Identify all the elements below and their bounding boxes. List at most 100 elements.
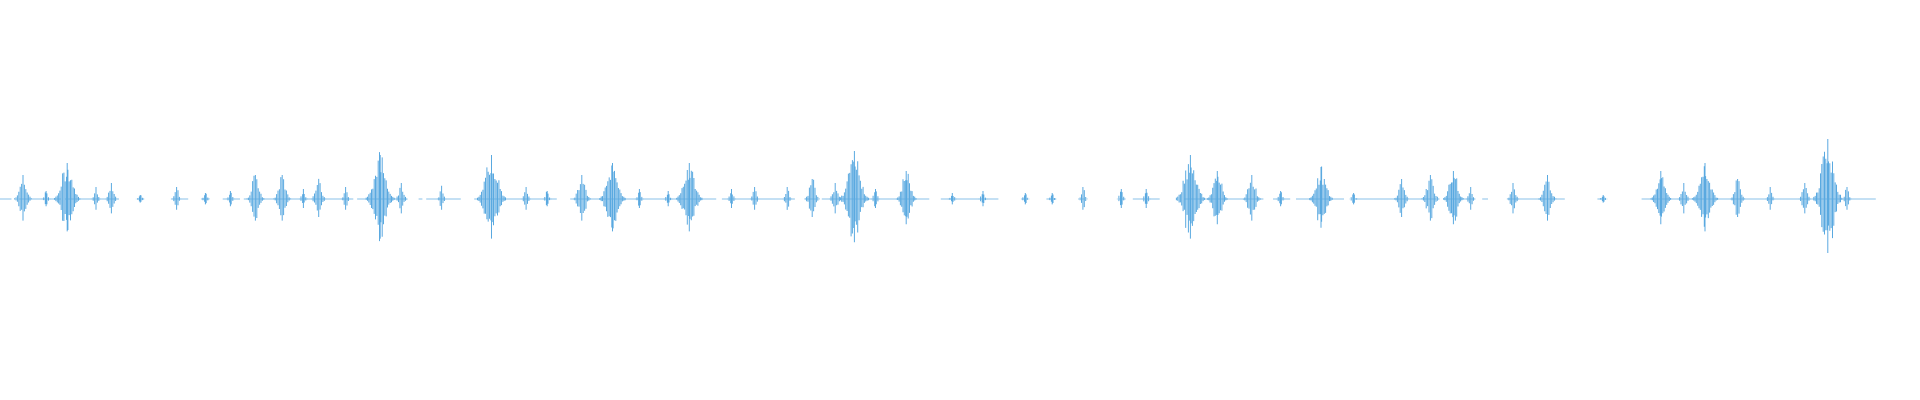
waveform-peaks	[14, 139, 1852, 253]
waveform-peak-spikes	[727, 189, 736, 208]
waveform-peak-spikes	[1349, 193, 1359, 205]
waveform-peak-spikes	[1443, 171, 1464, 225]
waveform-peak-spikes	[1598, 195, 1608, 203]
waveform-peak	[1506, 183, 1520, 214]
waveform-peak	[947, 193, 957, 205]
waveform-peak	[871, 189, 880, 208]
waveform-peak-spikes	[1421, 175, 1440, 221]
waveform-peak-spikes	[1242, 175, 1261, 221]
waveform-peak	[978, 191, 988, 207]
waveform-peak-spikes	[804, 179, 820, 217]
waveform-peak-spikes	[1466, 187, 1476, 210]
waveform-peak-spikes	[1798, 183, 1811, 214]
waveform-peak-spikes	[1813, 139, 1843, 253]
waveform-peak	[634, 189, 644, 208]
waveform-peak-spikes	[14, 175, 32, 221]
waveform-peak	[829, 183, 842, 214]
waveform-peak-spikes	[676, 163, 703, 232]
waveform-peak-spikes	[947, 193, 957, 205]
waveform-peak-spikes	[273, 175, 292, 221]
waveform-peak	[1677, 183, 1690, 214]
waveform-peak	[1242, 175, 1261, 221]
waveform-peak	[542, 191, 552, 207]
waveform-peak	[14, 175, 32, 221]
waveform-peak	[895, 171, 917, 225]
waveform-peak	[1349, 193, 1359, 205]
waveform-peak-spikes	[41, 191, 51, 207]
waveform-peak	[1141, 189, 1151, 208]
waveform-peak	[200, 193, 210, 205]
waveform-peak-spikes	[1730, 179, 1746, 217]
waveform-peak-spikes	[521, 187, 531, 210]
waveform-peak-spikes	[839, 151, 869, 243]
waveform-peak-spikes	[1047, 193, 1057, 205]
waveform-peak	[1466, 187, 1476, 210]
waveform-peak	[572, 175, 591, 221]
waveform-peak	[1276, 191, 1286, 207]
waveform-peak	[1116, 189, 1126, 208]
waveform-peak	[676, 163, 703, 232]
waveform-peak-spikes	[340, 187, 351, 210]
waveform-peak	[225, 191, 235, 207]
waveform-peak	[663, 191, 673, 207]
waveform-peak-spikes	[200, 193, 210, 205]
waveform-peak	[246, 175, 265, 221]
waveform-peak-spikes	[895, 171, 917, 225]
waveform-peak	[1765, 187, 1775, 210]
waveform-peak	[1842, 187, 1852, 210]
waveform-peak	[311, 178, 327, 217]
waveform-peak	[395, 183, 408, 214]
waveform-peak	[436, 185, 447, 210]
waveform-peak	[1798, 183, 1811, 214]
waveform-peak	[91, 187, 101, 210]
waveform-peak	[1813, 139, 1843, 253]
waveform-peak	[477, 155, 506, 239]
waveform-peak-spikes	[1276, 191, 1286, 207]
waveform-peak-spikes	[1677, 183, 1690, 214]
waveform-peak-spikes	[599, 163, 626, 232]
waveform-peak-spikes	[978, 191, 988, 207]
waveform-peak-spikes	[1538, 175, 1557, 221]
waveform-peak-spikes	[1078, 187, 1088, 210]
waveform-peak	[273, 175, 292, 221]
waveform-peak-spikes	[246, 175, 265, 221]
waveform-peak	[599, 163, 626, 232]
waveform-peak-spikes	[1141, 189, 1151, 208]
waveform-peak	[1020, 193, 1030, 205]
waveform-peak-spikes	[1020, 193, 1030, 205]
waveform-peak	[1309, 166, 1333, 228]
waveform-peak-spikes	[54, 163, 81, 232]
waveform-peak	[54, 163, 81, 232]
waveform-peak-spikes	[1650, 171, 1672, 225]
waveform-peak-spikes	[663, 191, 673, 207]
waveform-peak-spikes	[1765, 187, 1775, 210]
waveform-peak-spikes	[634, 189, 644, 208]
waveform-peak	[804, 179, 820, 217]
waveform-peak	[782, 187, 792, 210]
waveform-peak-spikes	[1116, 189, 1126, 208]
waveform-peak-spikes	[171, 187, 182, 210]
waveform-peak	[365, 152, 395, 242]
waveform-peak-spikes	[311, 178, 327, 217]
waveform-peak-spikes	[871, 189, 880, 208]
waveform-peak	[1421, 175, 1440, 221]
waveform-peak	[1078, 187, 1088, 210]
waveform-peak	[1538, 175, 1557, 221]
waveform-peak	[41, 191, 51, 207]
waveform-peak-spikes	[1309, 166, 1333, 228]
waveform-peak-spikes	[829, 183, 842, 214]
waveform-peak	[521, 187, 531, 210]
waveform-peak-spikes	[572, 175, 591, 221]
waveform-peak-spikes	[365, 152, 395, 242]
waveform-peak-spikes	[542, 191, 552, 207]
waveform-peak	[1207, 171, 1228, 225]
waveform-peak-spikes	[1842, 187, 1852, 210]
waveform-peak-spikes	[436, 185, 447, 210]
waveform-peak-spikes	[395, 183, 408, 214]
waveform-peak-spikes	[1175, 155, 1205, 239]
waveform-peak-spikes	[91, 187, 101, 210]
waveform-peak	[1175, 155, 1205, 239]
waveform-peak-spikes	[1691, 163, 1719, 232]
waveform-peak-spikes	[782, 187, 792, 210]
